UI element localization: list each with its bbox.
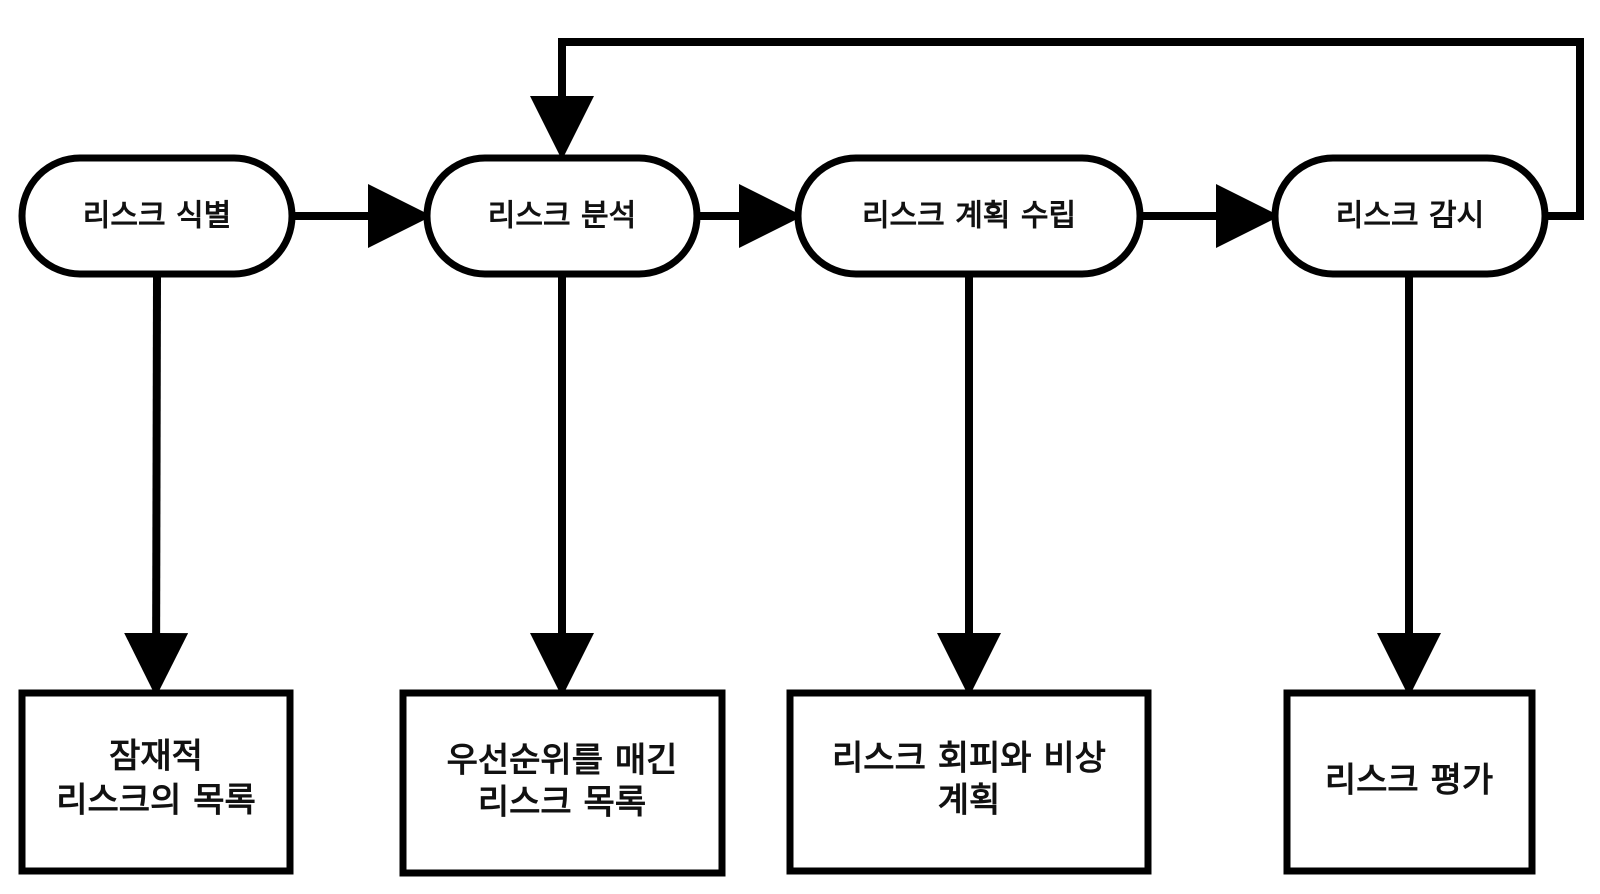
- output-node-prioritized-list: 우선순위를 매긴 리스크 목록: [399, 689, 726, 877]
- output-label-line: 계획: [938, 781, 1001, 821]
- output-node-avoidance-plan: 리스크 회피와 비상 계획: [786, 689, 1152, 875]
- process-label: 리스크 계획 수립: [862, 199, 1076, 234]
- output-node-potential-list: 잠재적 리스크의 목록: [18, 689, 294, 875]
- output-node-assessment: 리스크 평가: [1283, 689, 1536, 875]
- output-label-line: 리스크 목록: [478, 783, 646, 823]
- output-label-line: 잠재적: [109, 737, 203, 777]
- edges: [124, 38, 1584, 697]
- output-label-line: 리스크 회피와 비상: [832, 739, 1106, 779]
- process-label: 리스크 식별: [83, 199, 231, 234]
- process-node-identify: 리스크 식별: [18, 154, 296, 278]
- process-label: 리스크 감시: [1336, 199, 1484, 234]
- output-label-line: 리스크의 목록: [56, 781, 256, 821]
- process-node-analyze: 리스크 분석: [423, 154, 701, 278]
- output-nodes: 잠재적 리스크의 목록 우선순위를 매긴 리스크 목록 리스크 회피와 비상 계…: [18, 689, 1536, 877]
- edge-monitor-feedback-loop: [530, 38, 1584, 220]
- process-node-monitor: 리스크 감시: [1271, 154, 1549, 278]
- output-label-line: 리스크 평가: [1325, 761, 1493, 801]
- process-node-plan: 리스크 계획 수립: [794, 154, 1144, 278]
- output-label-line: 우선순위를 매긴: [447, 741, 678, 781]
- process-label: 리스크 분석: [488, 199, 636, 234]
- edge-identify-to-potential-list: [124, 276, 189, 697]
- process-nodes: 리스크 식별 리스크 분석 리스크 계획 수립 리스크 감시: [18, 154, 1549, 278]
